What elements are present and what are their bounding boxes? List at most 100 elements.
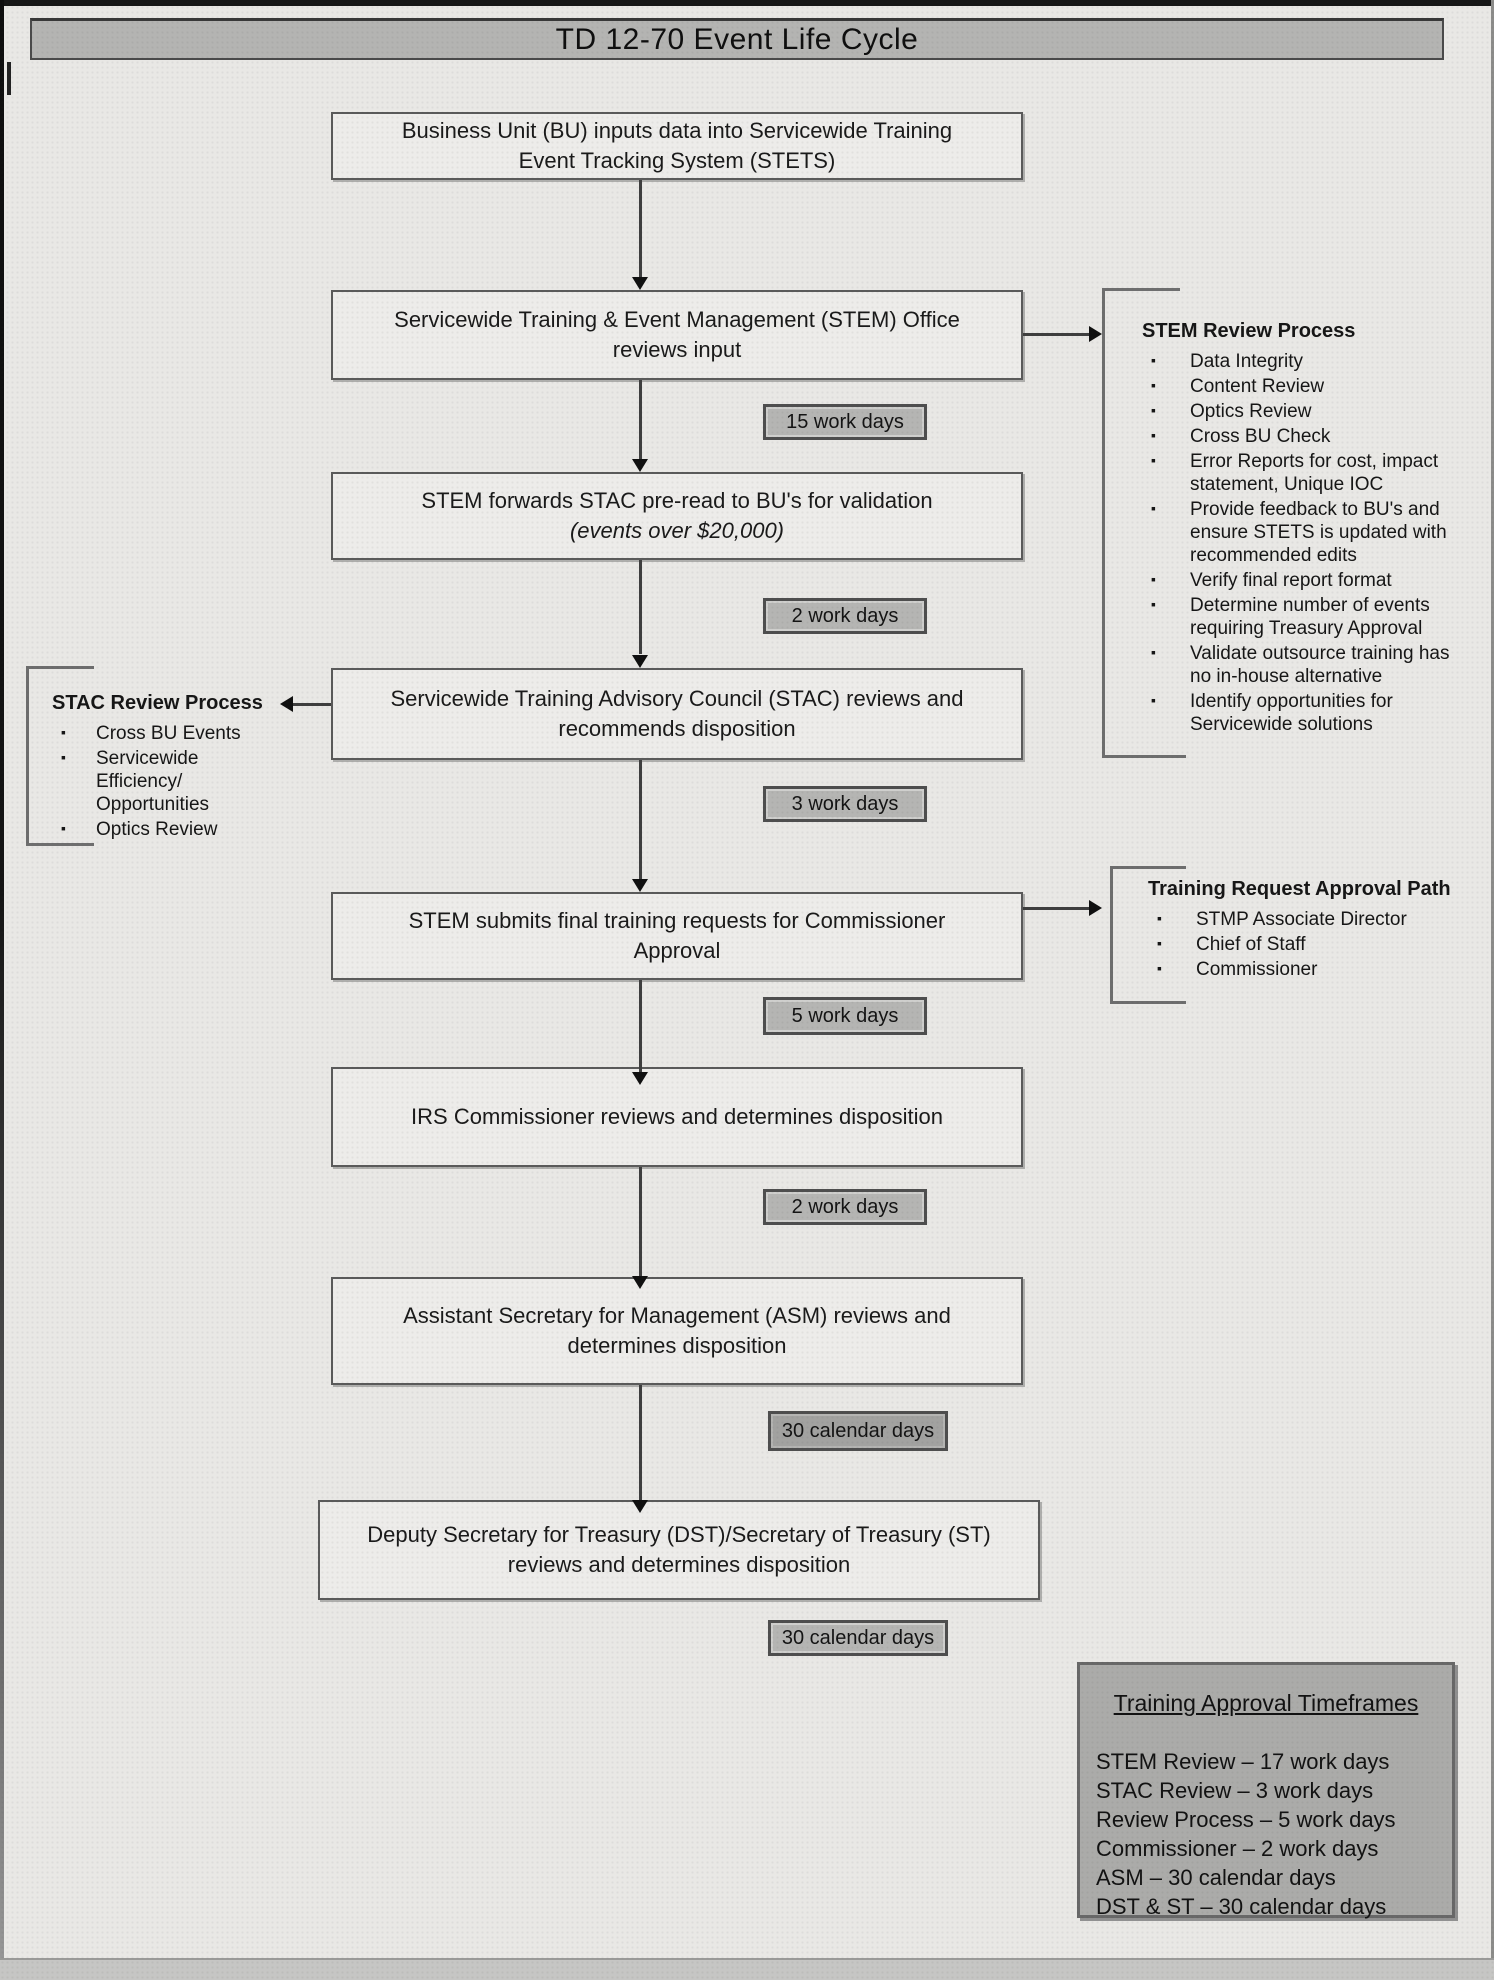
badge-label: 30 calendar days: [781, 1419, 935, 1442]
list-item: Servicewide Efficiency/ Opportunities: [52, 746, 287, 816]
badge-label: 3 work days: [791, 792, 899, 815]
arrow-down-icon: [632, 655, 648, 668]
connector-line: [639, 980, 642, 1072]
list-item: Chief of Staff: [1148, 932, 1468, 956]
flow-box-stem-office-reviews: Servicewide Training & Event Management …: [331, 290, 1023, 380]
list-item: Verify final report format: [1142, 568, 1450, 592]
approval-path-list: STMP Associate Director Chief of Staff C…: [1148, 907, 1468, 981]
arrow-right-icon: [1089, 326, 1102, 342]
list-item: Optics Review: [52, 817, 287, 841]
approval-path-bracket: [1110, 866, 1113, 1004]
list-item: Cross BU Check: [1142, 424, 1450, 448]
flow-box-stem-submits-requests: STEM submits final training requests for…: [331, 892, 1023, 980]
arrow-down-icon: [632, 879, 648, 892]
arrow-down-icon: [632, 459, 648, 472]
flow-box-text: STEM forwards STAC pre-read to BU's for …: [421, 488, 933, 513]
connector-line: [639, 380, 642, 460]
stac-review-bracket: [26, 843, 94, 846]
page-title-text: TD 12-70 Event Life Cycle: [555, 22, 919, 56]
stem-review-list: Data Integrity Content Review Optics Rev…: [1142, 349, 1450, 736]
stem-review-bracket: [1102, 288, 1180, 291]
badge-label: 15 work days: [786, 410, 904, 433]
duration-badge-5-work-days: 5 work days: [763, 997, 927, 1035]
flow-box-stac-reviews: Servicewide Training Advisory Council (S…: [331, 668, 1023, 760]
scan-edge-left: [0, 0, 4, 1980]
flow-box-text: IRS Commissioner reviews and determines …: [411, 1104, 943, 1129]
arrow-down-icon: [632, 1276, 648, 1289]
list-item: Optics Review: [1142, 399, 1450, 423]
flow-box-asm-reviews: Assistant Secretary for Management (ASM)…: [331, 1277, 1023, 1385]
flow-box-text: STEM submits final training requests for…: [408, 908, 946, 963]
stem-review-bracket: [1102, 755, 1186, 758]
duration-badge-15-work-days: 15 work days: [763, 404, 927, 440]
approval-path-bracket: [1110, 1001, 1186, 1004]
badge-label: 30 calendar days: [781, 1626, 935, 1649]
arrow-down-icon: [632, 1072, 648, 1085]
list-item: Identify opportunities for Servicewide s…: [1142, 689, 1450, 736]
connector-line: [639, 560, 642, 654]
list-item: Data Integrity: [1142, 349, 1450, 373]
timeframes-title: Training Approval Timeframes: [1113, 1690, 1419, 1716]
flow-box-text: Servicewide Training Advisory Council (S…: [390, 686, 964, 741]
list-item: Cross BU Events: [52, 721, 287, 745]
timeframe-line: ASM – 30 calendar days: [1096, 1865, 1336, 1890]
connector-line: [1023, 333, 1089, 336]
arrow-left-icon: [280, 696, 293, 712]
connector-line: [639, 180, 642, 278]
approval-path-panel: Training Request Approval Path STMP Asso…: [1148, 878, 1468, 983]
timeframe-line: STAC Review – 3 work days: [1096, 1778, 1374, 1803]
connector-line: [639, 760, 642, 880]
timeframe-line: DST & ST – 30 calendar days: [1096, 1894, 1387, 1919]
list-item: Validate outsource training has no in-ho…: [1142, 641, 1450, 688]
scan-edge-right: [1491, 0, 1494, 1980]
scan-edge-bottom: [0, 1958, 1494, 1980]
flow-box-dst-st-reviews: Deputy Secretary for Treasury (DST)/Secr…: [318, 1500, 1040, 1600]
stac-review-bracket: [26, 666, 94, 669]
stac-review-panel: STAC Review Process Cross BU Events Serv…: [52, 692, 287, 843]
flow-box-irs-commissioner: IRS Commissioner reviews and determines …: [331, 1067, 1023, 1167]
timeframes-box: Training Approval Timeframes STEM Review…: [1077, 1662, 1455, 1919]
stem-review-bracket: [1102, 288, 1105, 758]
scan-edge-top: [0, 0, 1494, 6]
stem-review-panel: STEM Review Process Data Integrity Conte…: [1142, 320, 1450, 738]
approval-path-title: Training Request Approval Path: [1148, 878, 1451, 900]
badge-label: 5 work days: [791, 1004, 899, 1027]
connector-line: [639, 1167, 642, 1277]
flow-box-subtext: (events over $20,000): [569, 518, 785, 543]
duration-badge-30-calendar-days: 30 calendar days: [768, 1411, 948, 1451]
arrow-down-icon: [632, 277, 648, 290]
stac-review-title: STAC Review Process: [52, 692, 263, 714]
badge-label: 2 work days: [791, 604, 899, 627]
arrow-right-icon: [1089, 900, 1102, 916]
stac-review-bracket: [26, 666, 29, 846]
flow-box-text: Servicewide Training & Event Management …: [394, 307, 960, 362]
connector-line: [293, 703, 331, 706]
timeframe-line: Review Process – 5 work days: [1096, 1807, 1396, 1832]
list-item: Commissioner: [1148, 957, 1468, 981]
flow-box-bu-inputs-data: Business Unit (BU) inputs data into Serv…: [331, 112, 1023, 180]
stac-review-list: Cross BU Events Servicewide Efficiency/ …: [52, 721, 287, 841]
flow-box-text: Business Unit (BU) inputs data into Serv…: [401, 118, 953, 173]
timeframe-line: Commissioner – 2 work days: [1096, 1836, 1379, 1861]
duration-badge-2-work-days-2: 2 work days: [763, 1189, 927, 1225]
page-title: TD 12-70 Event Life Cycle: [30, 18, 1444, 60]
scan-artifact-tick: [7, 62, 11, 95]
duration-badge-2-work-days: 2 work days: [763, 598, 927, 634]
approval-path-bracket: [1110, 866, 1186, 869]
connector-line: [1023, 907, 1089, 910]
flow-box-text: Assistant Secretary for Management (ASM)…: [403, 1303, 951, 1358]
stem-review-title: STEM Review Process: [1142, 320, 1356, 342]
list-item: Provide feedback to BU's and ensure STET…: [1142, 497, 1450, 567]
list-item: Error Reports for cost, impact statement…: [1142, 449, 1450, 496]
list-item: Content Review: [1142, 374, 1450, 398]
flow-box-stem-forwards-preread: STEM forwards STAC pre-read to BU's for …: [331, 472, 1023, 560]
list-item: Determine number of events requiring Tre…: [1142, 593, 1450, 640]
list-item: STMP Associate Director: [1148, 907, 1468, 931]
flow-box-text: Deputy Secretary for Treasury (DST)/Secr…: [367, 1522, 991, 1577]
duration-badge-30-calendar-days-2: 30 calendar days: [768, 1620, 948, 1656]
badge-label: 2 work days: [791, 1195, 899, 1218]
connector-line: [639, 1385, 642, 1501]
duration-badge-3-work-days: 3 work days: [763, 786, 927, 822]
timeframe-line: STEM Review – 17 work days: [1096, 1749, 1390, 1774]
